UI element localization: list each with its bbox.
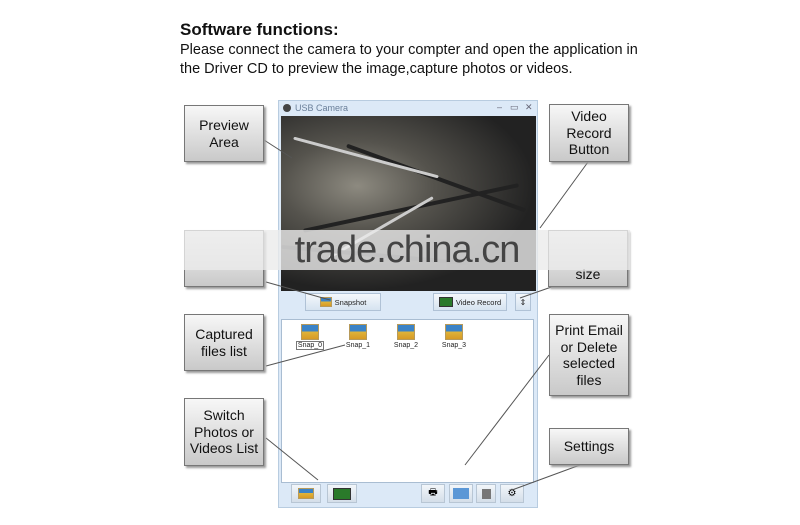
image-icon bbox=[397, 324, 415, 340]
file-item[interactable]: Snap_1 bbox=[340, 324, 376, 349]
minimize-button[interactable]: – bbox=[497, 102, 503, 112]
film-icon bbox=[438, 297, 453, 307]
callout-switch-list: Switch Photos or Videos List bbox=[184, 398, 264, 466]
delete-button[interactable] bbox=[476, 484, 496, 503]
window-title: USB Camera bbox=[295, 103, 349, 113]
photo-icon bbox=[319, 297, 332, 307]
callout-captured-files: Captured files list bbox=[184, 314, 264, 371]
maximize-button[interactable]: ▭ bbox=[510, 102, 519, 112]
photos-list-button[interactable] bbox=[291, 484, 321, 503]
intro-text: Please connect the camera to your compte… bbox=[180, 42, 638, 77]
photo-icon bbox=[298, 488, 314, 499]
close-button[interactable]: ✕ bbox=[525, 102, 533, 112]
camera-icon bbox=[283, 104, 291, 112]
file-item[interactable]: Snap_2 bbox=[388, 324, 424, 349]
callout-print-email-delete: Print Email or Delete selected files bbox=[549, 314, 629, 396]
image-icon bbox=[349, 324, 367, 340]
film-icon bbox=[333, 487, 351, 500]
email-button[interactable] bbox=[449, 484, 473, 503]
heading: Software functions: bbox=[180, 20, 339, 39]
image-icon bbox=[445, 324, 463, 340]
trash-icon bbox=[481, 488, 491, 499]
callout-video-record: Video Record Button bbox=[549, 104, 629, 162]
print-button[interactable]: 🖶 bbox=[421, 484, 445, 503]
callout-settings: Settings bbox=[549, 428, 629, 465]
watermark: trade.china.cn bbox=[184, 230, 630, 270]
title-bar: USB Camera – ▭ ✕ bbox=[279, 101, 537, 116]
videos-list-button[interactable] bbox=[327, 484, 357, 503]
email-icon bbox=[453, 488, 469, 499]
settings-button[interactable]: ⚙ bbox=[500, 484, 524, 503]
image-icon bbox=[301, 324, 319, 340]
printer-icon: 🖶 bbox=[428, 487, 438, 498]
video-record-button[interactable]: Video Record bbox=[433, 293, 507, 311]
gear-icon: ⚙ bbox=[507, 488, 517, 499]
captured-files-list: Snap_0 Snap_1 Snap_2 Snap_3 bbox=[281, 319, 534, 483]
file-item[interactable]: Snap_3 bbox=[436, 324, 472, 349]
file-item[interactable]: Snap_0 bbox=[292, 324, 328, 350]
snapshot-button[interactable]: Snapshot bbox=[305, 293, 381, 311]
callout-preview-area: Preview Area bbox=[184, 105, 264, 162]
resize-button[interactable]: ⇕ bbox=[515, 293, 531, 311]
